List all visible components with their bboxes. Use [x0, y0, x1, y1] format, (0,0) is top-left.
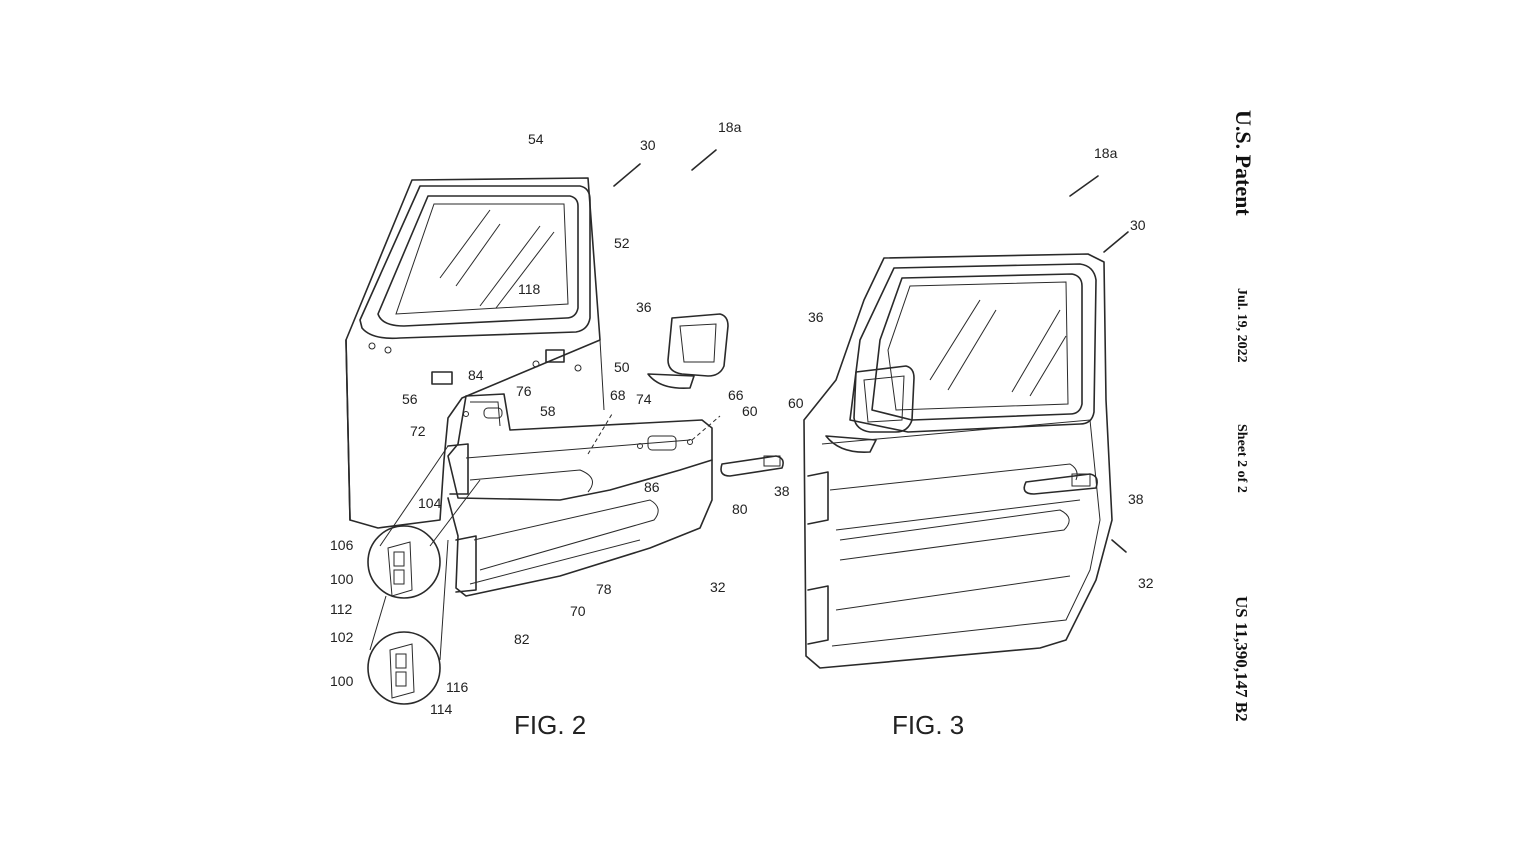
fig2-ref-100: 100	[330, 571, 354, 587]
fig2-ref-102: 102	[330, 629, 354, 645]
fig2-window-glass	[377, 195, 579, 327]
fig2-ref-58: 58	[540, 403, 556, 419]
fig2-mirror	[667, 313, 729, 377]
header-date: Jul. 19, 2022	[1234, 288, 1249, 363]
fig3-ref-60: 60	[788, 395, 804, 411]
fig3-window-glass	[871, 273, 1083, 421]
fig3-door-body	[803, 253, 1113, 669]
fig2-ref-84: 84	[468, 367, 484, 383]
fig2-ref-50: 50	[614, 359, 630, 375]
fig2-ref-68: 68	[610, 387, 626, 403]
patent-header: U.S. Patent Jul. 19, 2022 Sheet 2 of 2 U…	[1231, 110, 1256, 722]
fig2-ref-36: 36	[636, 299, 652, 315]
fig3-labels: 18a 30 36 60 38 32 FIG. 3	[788, 145, 1154, 740]
fig2-ref-54: 54	[528, 131, 544, 147]
fig2-ref-116: 116	[446, 679, 469, 695]
header-sheet: Sheet 2 of 2	[1234, 424, 1249, 493]
fig2-ref-72: 72	[410, 423, 426, 439]
fig2-ref-104: 104	[418, 495, 442, 511]
fig2-ref-118: 118	[518, 281, 541, 297]
fig2-detail-circle-1	[367, 525, 441, 599]
fig3-ref-38: 38	[1128, 491, 1144, 507]
fig2-ref-114: 114	[430, 701, 453, 717]
fig2-ref-52: 52	[614, 235, 630, 251]
fig2-ref-86: 86	[644, 479, 660, 495]
fig2-door-body	[345, 177, 601, 529]
fig2-ref-70: 70	[570, 603, 586, 619]
fig3-door-handle	[1023, 473, 1098, 495]
fig2-detail-circle-2	[367, 631, 441, 705]
fig2-labels: 18a 30 54 52 118 56 84 58 50 76 68 74 66…	[330, 119, 790, 740]
fig2-ref-30: 30	[640, 137, 656, 153]
fig2-ref-112: 112	[330, 601, 353, 617]
fig2-trim-panel-upper	[447, 393, 713, 501]
fig2-ref-18a: 18a	[718, 119, 742, 135]
fig3-ref-30: 30	[1130, 217, 1146, 233]
fig3-ref-18a: 18a	[1094, 145, 1118, 161]
header-title: U.S. Patent	[1231, 110, 1256, 216]
fig2-ref-60: 60	[742, 403, 758, 419]
fig3-ref-36: 36	[808, 309, 824, 325]
fig2-ref-80: 80	[732, 501, 748, 517]
fig2-ref-74: 74	[636, 391, 652, 407]
fig2-ref-32: 32	[710, 579, 726, 595]
fig3-mirror	[853, 365, 915, 433]
fig2-ref-76: 76	[516, 383, 532, 399]
fig2-window-frame	[359, 185, 591, 340]
fig2-ref-78: 78	[596, 581, 612, 597]
fig2-ref-38: 38	[774, 483, 790, 499]
fig2-ref-100b: 100	[330, 673, 354, 689]
fig2-ref-106: 106	[330, 537, 354, 553]
fig3-caption: FIG. 3	[892, 710, 964, 740]
fig2-drawing	[345, 149, 784, 705]
fig2-trim-panel-lower	[447, 459, 713, 597]
fig2-caption: FIG. 2	[514, 710, 586, 740]
fig2-ref-82: 82	[514, 631, 530, 647]
fig3-ref-32: 32	[1138, 575, 1154, 591]
header-number: US 11,390,147 B2	[1232, 596, 1251, 722]
fig2-ref-66: 66	[728, 387, 744, 403]
fig2-ref-56: 56	[402, 391, 418, 407]
fig3-drawing	[803, 175, 1129, 669]
